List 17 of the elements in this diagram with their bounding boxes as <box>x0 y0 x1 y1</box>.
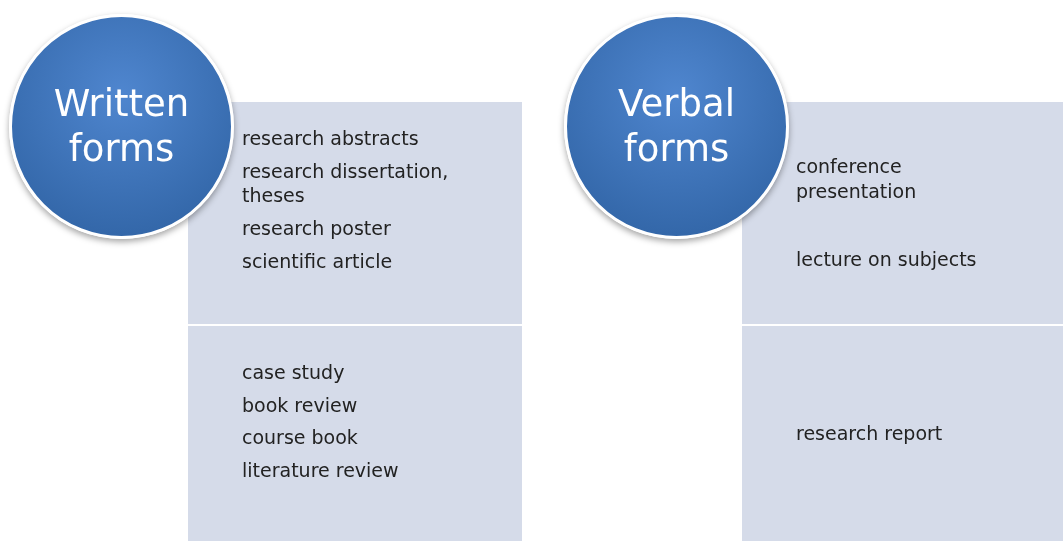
list-item: research dissertation, theses <box>242 158 450 209</box>
list-item: course book <box>242 425 359 451</box>
list-item: scientific article <box>242 248 394 274</box>
list-panel <box>742 326 1063 541</box>
list-item: research abstracts <box>242 126 420 151</box>
list-item: conference presentation <box>796 154 918 204</box>
list-item: literature review <box>242 458 400 483</box>
list-item: research report <box>796 421 944 446</box>
list-panel <box>188 102 522 324</box>
category-title: Written forms <box>52 82 191 171</box>
list-panel <box>742 102 1063 324</box>
list-panel <box>188 326 522 541</box>
category-title: Verbal forms <box>617 82 736 171</box>
list-item: book review <box>242 392 359 418</box>
list-item: lecture on subjects <box>796 247 978 272</box>
list-item: research poster <box>242 216 392 241</box>
list-item: case study <box>242 360 346 385</box>
